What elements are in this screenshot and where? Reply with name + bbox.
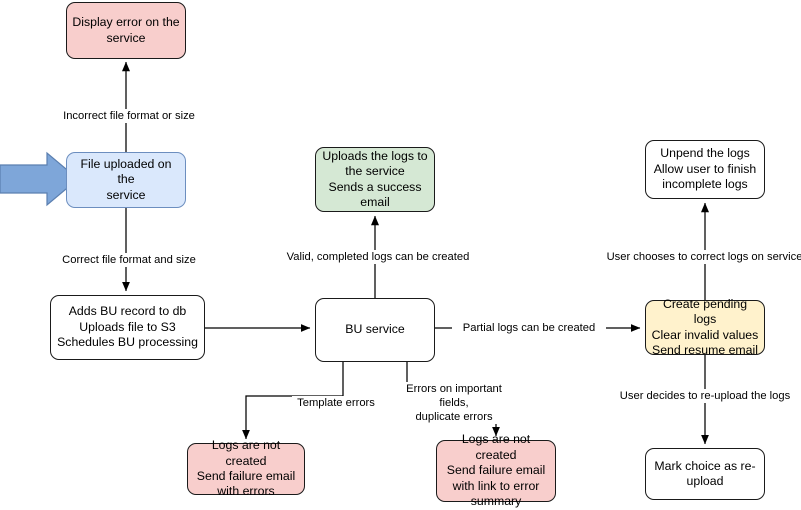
node-mark-reupload[interactable]: Mark choice as re- upload	[645, 448, 765, 500]
edge-label-user-corrects: User chooses to correct logs on service	[602, 250, 801, 264]
node-unpend-logs[interactable]: Unpend the logs Allow user to finish inc…	[645, 140, 765, 199]
edge-label-partial-logs: Partial logs can be created	[452, 321, 606, 335]
edge-label-important-fields: Errors on important fields, duplicate er…	[392, 382, 516, 424]
edge-label-valid-logs: Valid, completed logs can be created	[277, 250, 479, 264]
edge-label-incorrect-format: Incorrect file format or size	[56, 109, 202, 123]
node-logs-not-created-fields[interactable]: Logs are not created Send failure email …	[436, 432, 556, 508]
node-bu-service[interactable]: BU service	[315, 298, 435, 362]
entry-arrow	[0, 151, 79, 207]
node-create-pending-logs[interactable]: Create pending logs Clear invalid values…	[645, 297, 765, 357]
node-logs-not-created-template[interactable]: Logs are not created Send failure email …	[187, 438, 305, 498]
edge-label-template-errors: Template errors	[292, 396, 380, 410]
node-adds-bu-record[interactable]: Adds BU record to db Uploads file to S3 …	[50, 295, 205, 360]
edge-label-user-reuploads: User decides to re-upload the logs	[612, 389, 798, 403]
node-uploads-logs[interactable]: Uploads the logs to the service Sends a …	[315, 147, 435, 212]
node-file-uploaded[interactable]: File uploaded on the service	[66, 152, 186, 208]
edge-label-correct-format: Correct file format and size	[56, 253, 202, 267]
node-display-error[interactable]: Display error on the service	[66, 2, 186, 59]
